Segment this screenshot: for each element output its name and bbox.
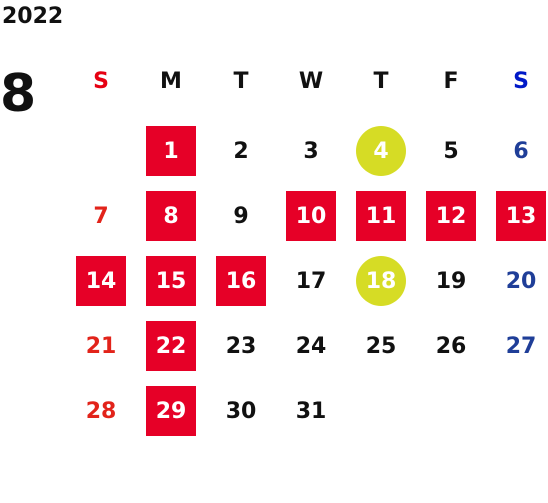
day-cell-9[interactable]: 9 (233, 203, 249, 229)
weekday-header-thursday: T (373, 68, 389, 94)
day-cell-5[interactable]: 5 (443, 138, 459, 164)
day-cell-28[interactable]: 28 (85, 398, 117, 424)
day-cell-8[interactable]: 8 (146, 191, 196, 241)
day-cell-14[interactable]: 14 (76, 256, 126, 306)
weekday-header-sunday: S (93, 68, 109, 94)
day-cell-19[interactable]: 19 (435, 268, 467, 294)
day-cell-10[interactable]: 10 (286, 191, 336, 241)
day-cell-25[interactable]: 25 (365, 333, 397, 359)
day-cell-2[interactable]: 2 (233, 138, 249, 164)
day-cell-27[interactable]: 27 (505, 333, 537, 359)
weekday-header-saturday: S (513, 68, 529, 94)
day-cell-3[interactable]: 3 (303, 138, 319, 164)
month-label: 8 (0, 64, 37, 124)
day-cell-13[interactable]: 13 (496, 191, 546, 241)
day-cell-22[interactable]: 22 (146, 321, 196, 371)
day-cell-12[interactable]: 12 (426, 191, 476, 241)
weekday-header-wednesday: W (298, 68, 324, 94)
day-cell-18[interactable]: 18 (356, 256, 406, 306)
day-cell-16[interactable]: 16 (216, 256, 266, 306)
day-cell-11[interactable]: 11 (356, 191, 406, 241)
day-cell-7[interactable]: 7 (93, 203, 109, 229)
day-cell-31[interactable]: 31 (295, 398, 327, 424)
day-cell-26[interactable]: 26 (435, 333, 467, 359)
day-cell-1[interactable]: 1 (146, 126, 196, 176)
weekday-header-friday: F (443, 68, 459, 94)
day-cell-15[interactable]: 15 (146, 256, 196, 306)
weekday-header-monday: M (160, 68, 182, 94)
day-cell-21[interactable]: 21 (85, 333, 117, 359)
day-cell-4[interactable]: 4 (356, 126, 406, 176)
day-cell-29[interactable]: 29 (146, 386, 196, 436)
day-cell-6[interactable]: 6 (513, 138, 529, 164)
day-cell-30[interactable]: 30 (225, 398, 257, 424)
day-cell-24[interactable]: 24 (295, 333, 327, 359)
day-cell-20[interactable]: 20 (505, 268, 537, 294)
day-cell-23[interactable]: 23 (225, 333, 257, 359)
weekday-header-tuesday: T (233, 68, 249, 94)
year-label: 2022 (2, 4, 64, 29)
day-cell-17[interactable]: 17 (295, 268, 327, 294)
